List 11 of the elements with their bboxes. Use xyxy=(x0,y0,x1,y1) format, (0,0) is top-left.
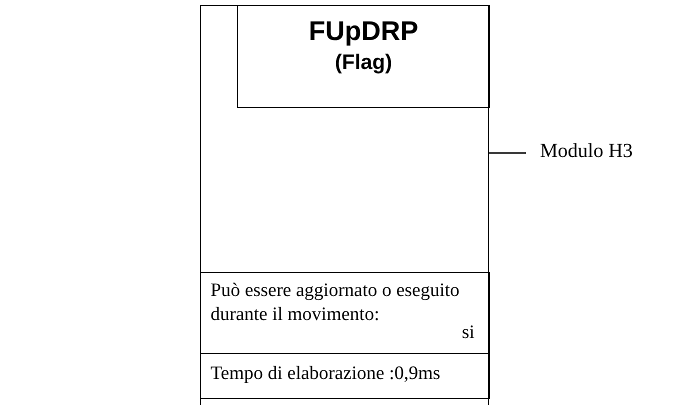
info-row xyxy=(200,272,490,354)
info-row xyxy=(200,353,490,399)
block-type: (Flag) xyxy=(334,50,394,76)
value-text: si xyxy=(462,321,474,345)
outer-frame xyxy=(200,5,489,405)
leader-line xyxy=(489,152,526,154)
info-text: Tempo di elaborazione :0,9ms xyxy=(210,363,440,384)
block-name: FUpDRP xyxy=(308,14,420,48)
module-label: Modulo H3 xyxy=(540,139,660,167)
info-text: Può essere aggiornato o eseguito durante il movimento: xyxy=(210,279,461,327)
title-panel xyxy=(237,4,490,108)
